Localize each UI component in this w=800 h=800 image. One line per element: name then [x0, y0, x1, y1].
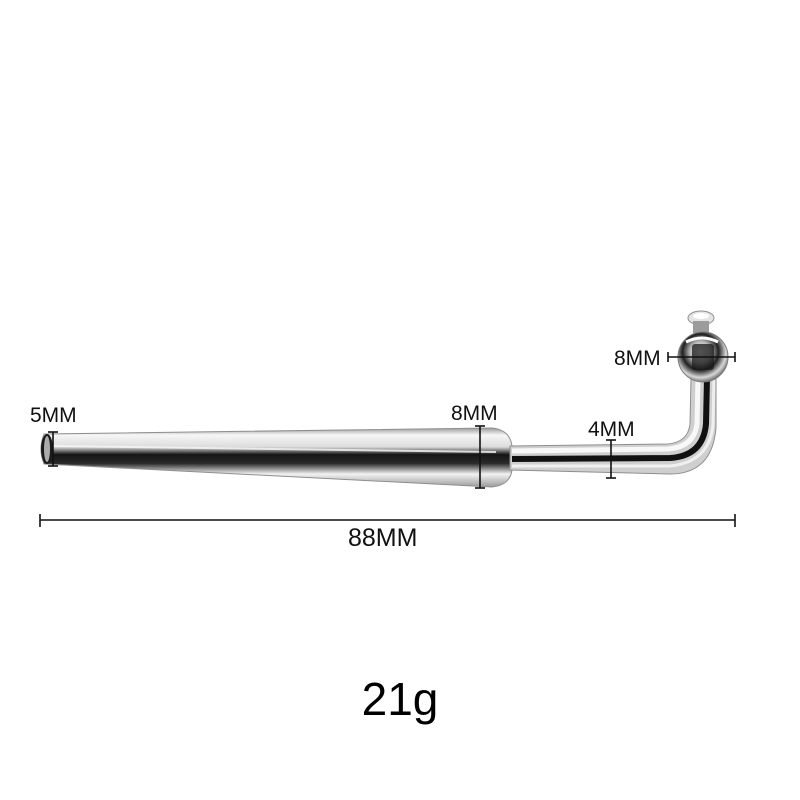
- total-length-label: 88MM: [348, 524, 418, 552]
- weight-label: 21g: [361, 673, 439, 725]
- tip-diameter-label: 5MM: [30, 404, 77, 427]
- ball-diameter-label: 8MM: [614, 347, 661, 370]
- curved-neck: [509, 377, 717, 475]
- dimension-markers: [39, 352, 736, 527]
- ball-head: [677, 310, 729, 383]
- tapered-shaft: [40, 427, 513, 488]
- neck-diameter-label: 4MM: [588, 418, 635, 441]
- shaft-diameter-label: 8MM: [451, 402, 498, 425]
